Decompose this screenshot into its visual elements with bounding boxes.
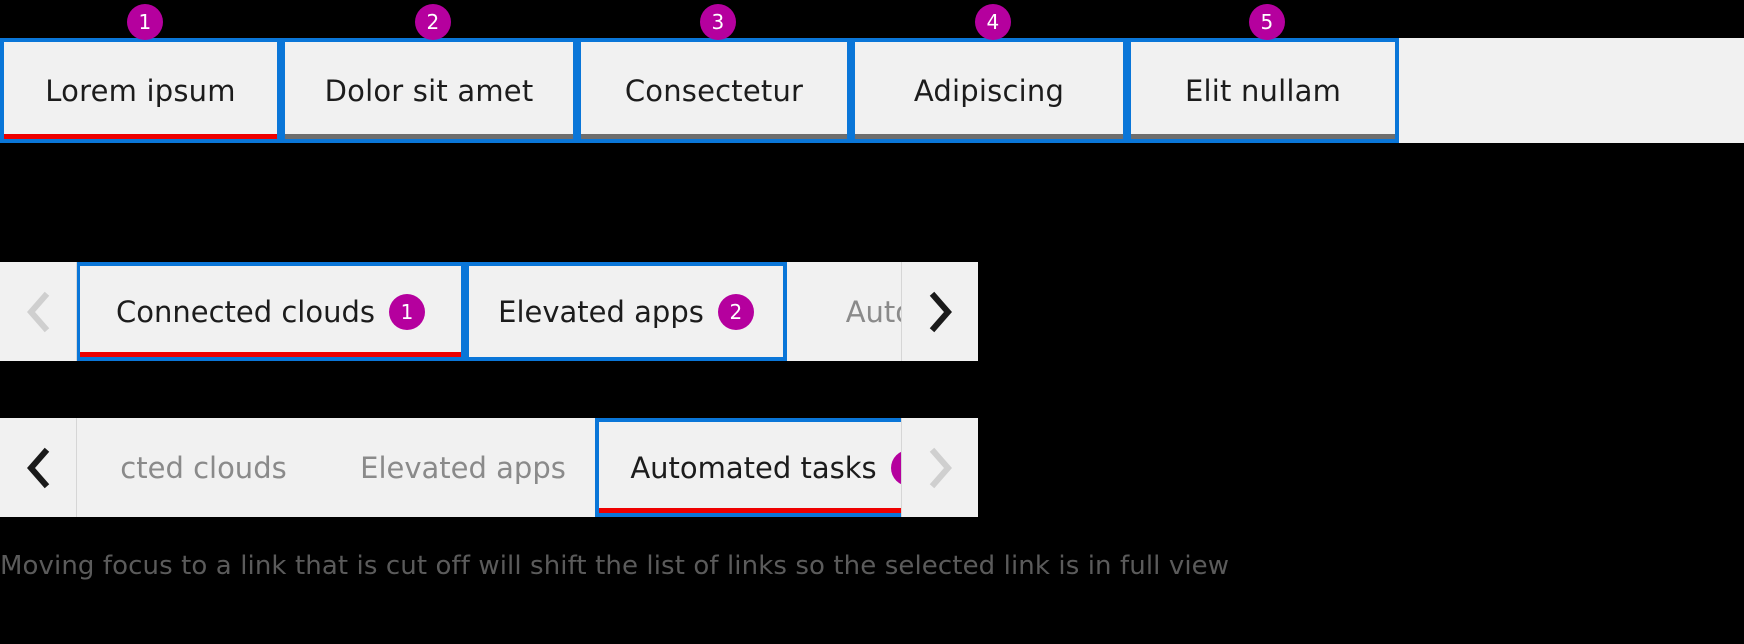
tab-selected-underline (599, 508, 902, 513)
tab-label: Dolor sit amet (324, 73, 534, 108)
tab-underline (76, 512, 331, 517)
callout-badge-2: 2 (717, 293, 754, 330)
scroll-previous-button[interactable] (0, 262, 76, 361)
scroll-next-button[interactable] (902, 418, 978, 517)
tab-dolor-sit-amet[interactable]: Dolor sit amet 2 (281, 4, 577, 143)
tab-adipiscing[interactable]: Adipiscing 4 (851, 4, 1127, 143)
tab-label: Elevated apps (360, 450, 566, 485)
tab-underline (469, 352, 783, 357)
tab-connected-clouds[interactable]: Connected clouds 1 (76, 262, 465, 361)
tab-elevated-apps[interactable]: Elevated apps (331, 418, 595, 517)
tab-label: Automate (845, 294, 902, 329)
tab-elevated-apps[interactable]: Elevated apps 2 (465, 262, 787, 361)
tab-underline (1131, 134, 1395, 139)
chevron-left-icon (24, 291, 52, 333)
tab-underline (787, 356, 902, 361)
static-tab-strip: Lorem ipsum 1 Dolor sit amet 2 Consectet… (0, 4, 1744, 143)
callout-badge-2: 2 (415, 4, 451, 40)
tab-underline (581, 134, 847, 139)
chevron-right-icon (926, 447, 954, 489)
scroll-previous-button[interactable] (0, 418, 76, 517)
scrolling-tab-strip-start: Connected clouds 1 Elevated apps 2 Autom… (0, 262, 978, 361)
static-tab-list: Lorem ipsum 1 Dolor sit amet 2 Consectet… (0, 4, 1399, 143)
tab-consectetur[interactable]: Consectetur 3 (577, 4, 851, 143)
tab-label: cted clouds (120, 450, 287, 485)
tab-label: Elevated apps (498, 294, 704, 329)
tab-label: Adipiscing (913, 73, 1065, 108)
tab-label: Consectetur (624, 73, 804, 108)
callout-badge-5: 5 (1249, 4, 1285, 40)
callout-badge-1: 1 (389, 293, 426, 330)
tab-lorem-ipsum[interactable]: Lorem ipsum 1 (0, 4, 281, 143)
tab-scroll-track: Connected clouds 1 Elevated apps 2 Autom… (76, 262, 902, 361)
tab-elit-nullam[interactable]: Elit nullam 5 (1127, 4, 1399, 143)
tab-connected-clouds-clipped[interactable]: cted clouds (76, 418, 331, 517)
callout-badge-1: 1 (127, 4, 163, 40)
callout-badge-3: 3 (890, 449, 902, 486)
tab-scroll-track: cted clouds Elevated apps Automated task… (76, 418, 902, 517)
callout-badge-4: 4 (975, 4, 1011, 40)
tab-selected-underline (80, 352, 461, 357)
chevron-right-icon (926, 291, 954, 333)
scroll-next-button[interactable] (902, 262, 978, 361)
tab-selected-underline (4, 134, 277, 139)
caption-text: Moving focus to a link that is cut off w… (0, 551, 1230, 581)
tab-label: Elit nullam (1184, 73, 1342, 108)
tab-label: Connected clouds (115, 294, 376, 329)
tab-underline (331, 512, 595, 517)
callout-badge-3: 3 (700, 4, 736, 40)
tab-automated-tasks-clipped[interactable]: Automate (787, 262, 902, 361)
tab-label: Automated tasks (630, 450, 877, 485)
tab-underline (855, 134, 1123, 139)
tab-label: Lorem ipsum (45, 73, 236, 108)
scrolling-tab-strip-shifted: cted clouds Elevated apps Automated task… (0, 418, 978, 517)
tab-underline (285, 134, 573, 139)
tab-automated-tasks[interactable]: Automated tasks 3 (595, 418, 902, 517)
chevron-left-icon (24, 447, 52, 489)
